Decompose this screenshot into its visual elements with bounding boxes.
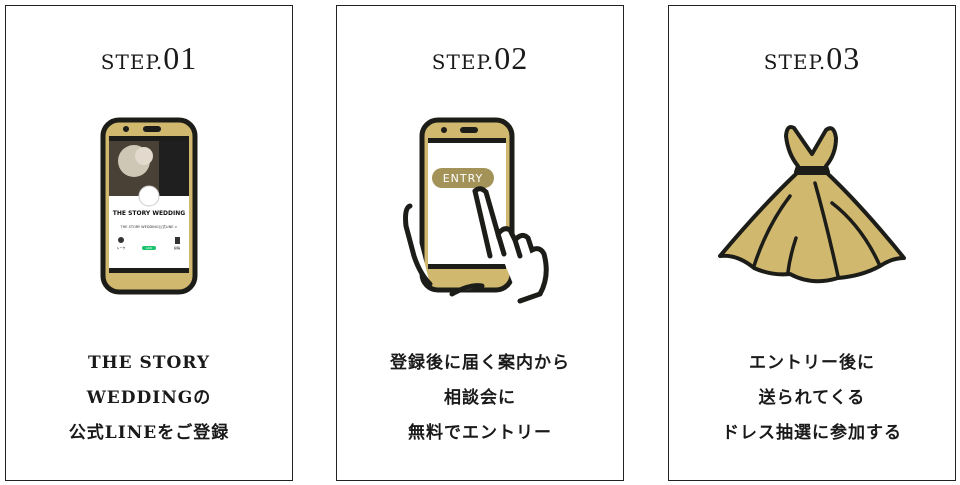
phone-brand: THE STORY WEDDING xyxy=(113,210,185,217)
phone-link: THE STORY WEDDING公式LINE > xyxy=(120,224,178,229)
phone-line-illustration: THE STORY WEDDING THE STORY WEDDING公式LIN… xyxy=(6,116,292,306)
step-title: STEP.01 xyxy=(100,40,198,76)
tab-label: トーク xyxy=(116,245,125,250)
step-card-3: STEP.03 エントリー後に送られてくるドレス抽選に参加する xyxy=(668,5,956,481)
step-card-2: STEP.02 ENTRY 登録後に届く案内から相談会に無料でエントリー xyxy=(336,5,624,481)
tab-label: ADD xyxy=(145,246,153,250)
entry-button[interactable]: ENTRY xyxy=(443,172,484,185)
step-description: 登録後に届く案内から相談会に無料でエントリー xyxy=(390,353,570,443)
dress-illustration xyxy=(669,116,955,306)
step-title: STEP.02 xyxy=(431,40,529,76)
tab-label: 投稿 xyxy=(174,245,180,250)
step-description: エントリー後に送られてくるドレス抽選に参加する xyxy=(722,353,902,443)
step-card-1: STEP.01 THE STORY WEDDING THE STORY WEDD… xyxy=(5,5,293,481)
step-title: STEP.03 xyxy=(763,40,861,76)
hand-tap-entry-illustration: ENTRY xyxy=(337,116,623,306)
